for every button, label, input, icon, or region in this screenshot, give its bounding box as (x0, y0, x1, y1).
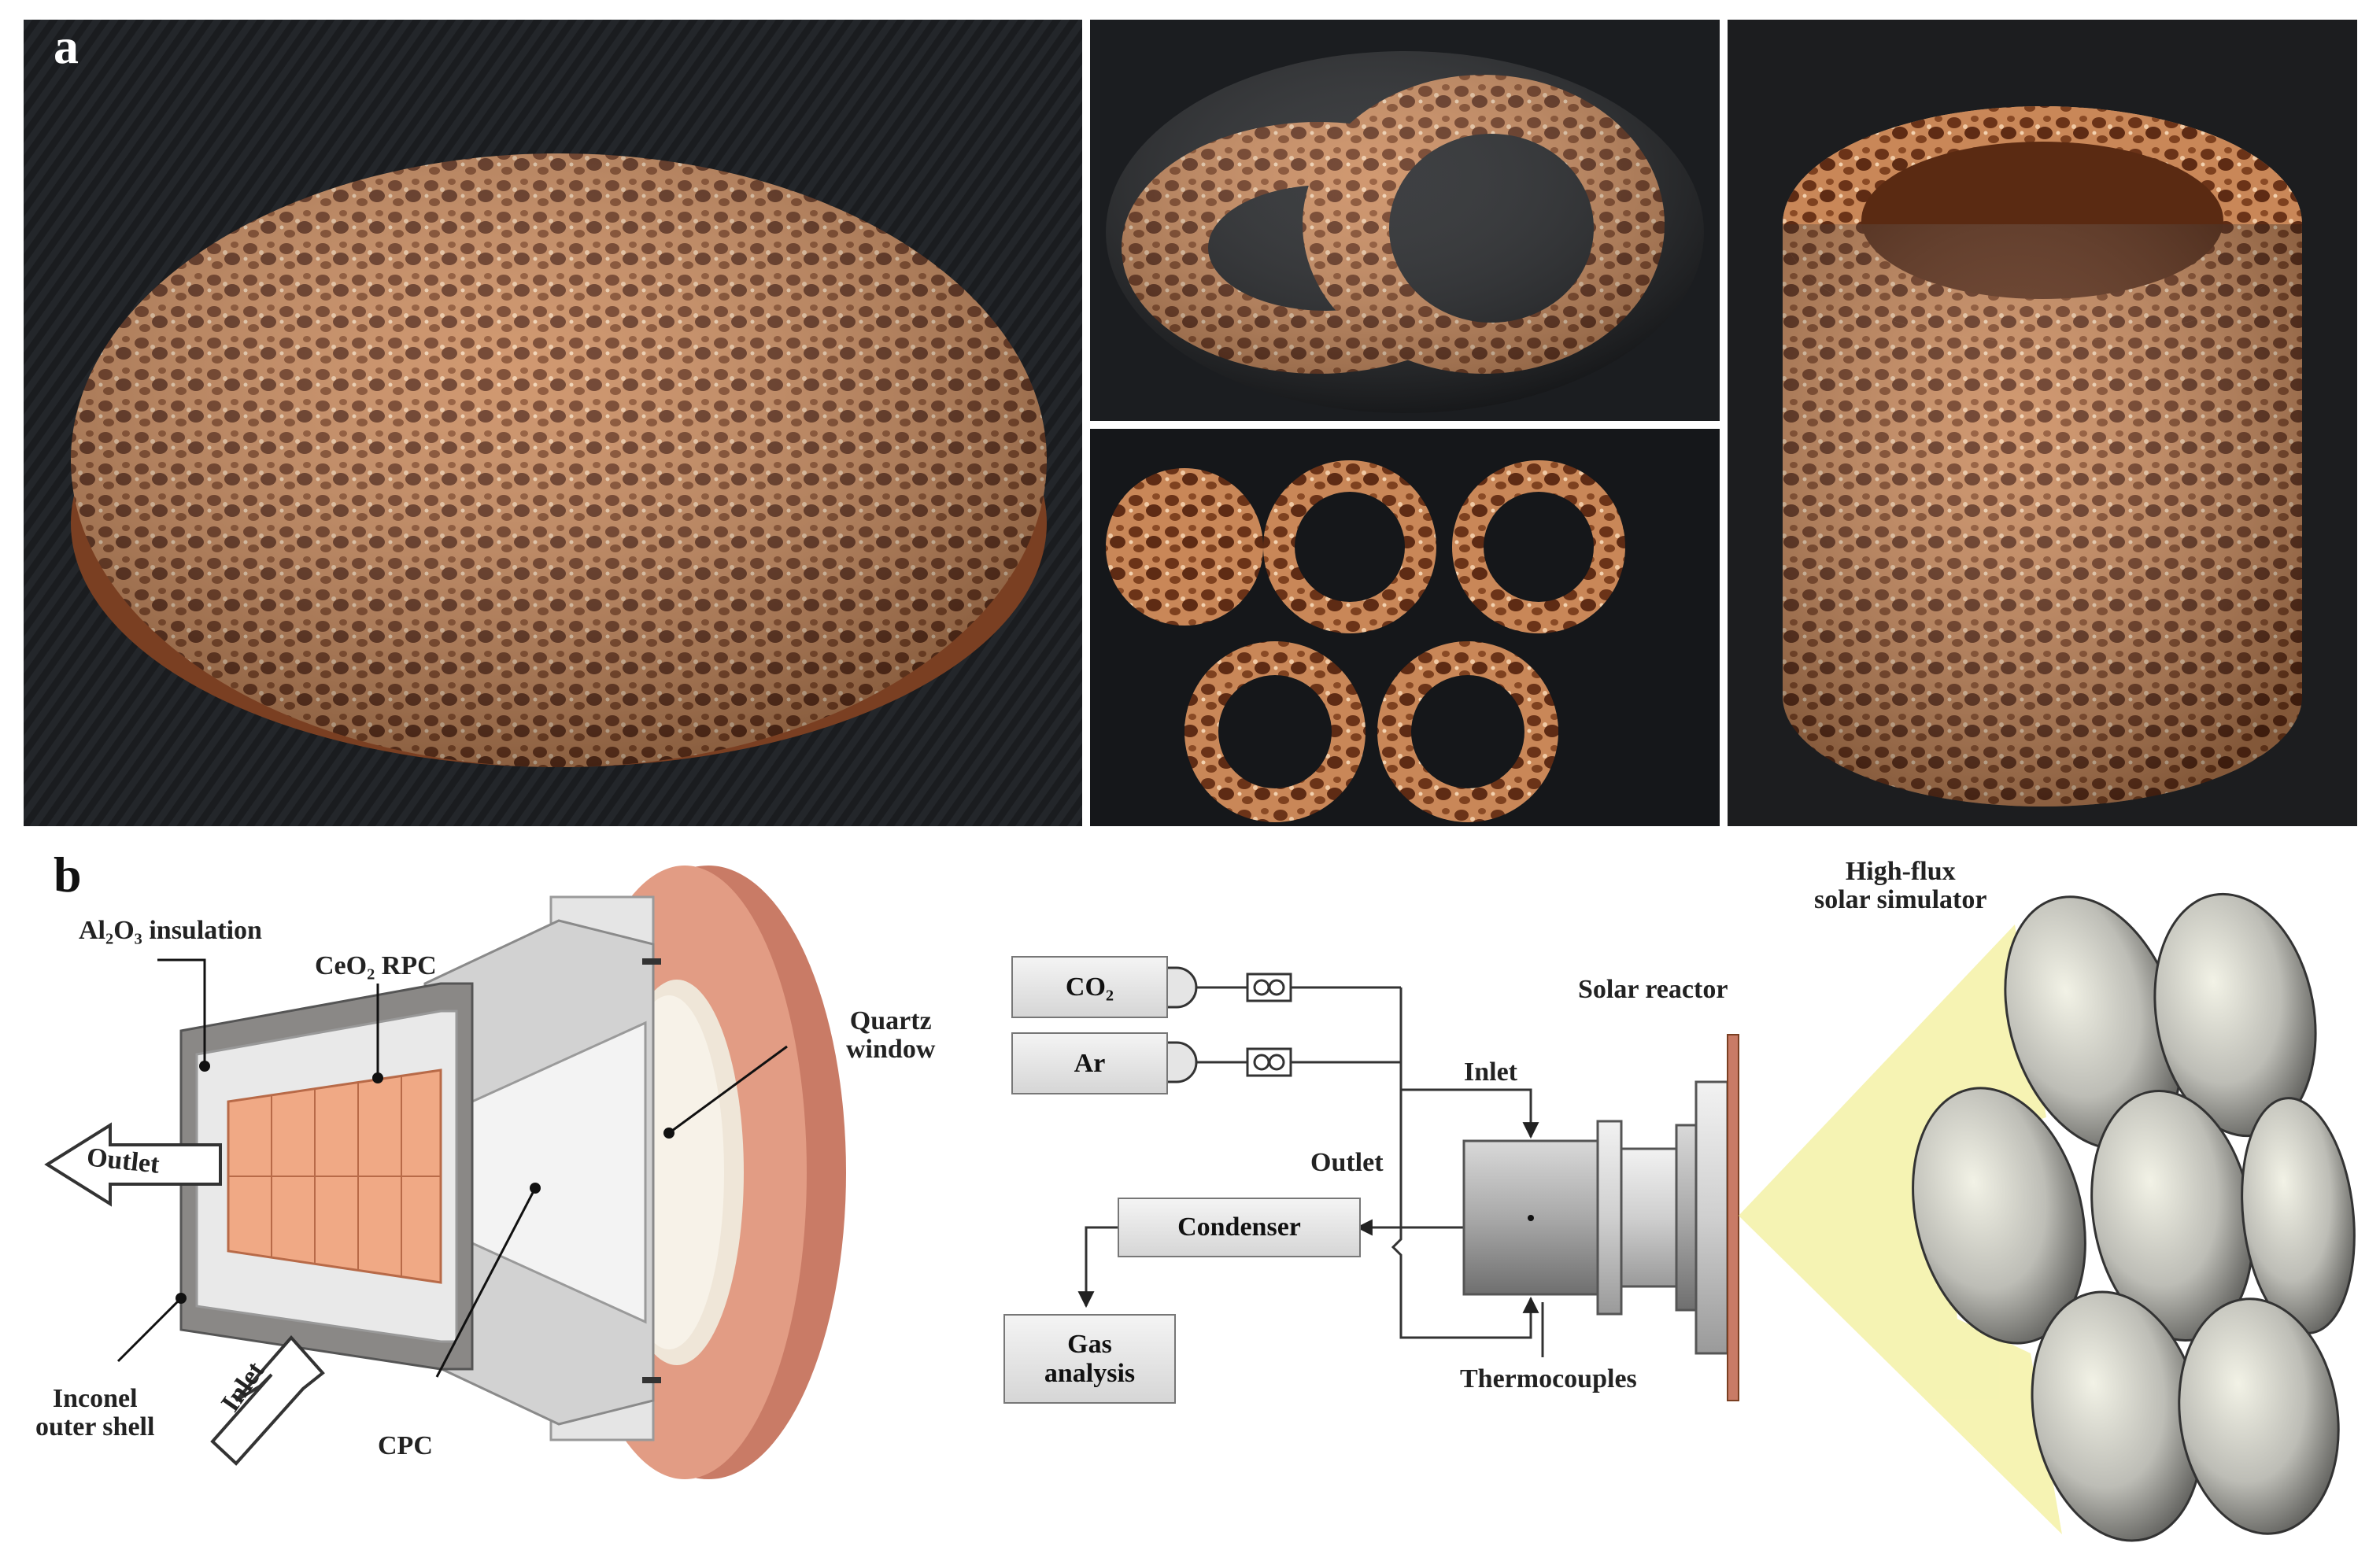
solar-simulator-label: High-flux solar simulator (1814, 857, 1987, 914)
gas-analysis-box: Gas analysis (1003, 1314, 1176, 1404)
inlet-label: Inlet (1464, 1057, 1517, 1087)
ar-box: Ar (1011, 1032, 1168, 1094)
reactor-cross-section (44, 866, 846, 1479)
cpc-label: CPC (378, 1431, 433, 1460)
thermocouples-label: Thermocouples (1460, 1364, 1637, 1393)
inconel-shell-label: Inconel outer shell (35, 1384, 155, 1441)
ceo2-rpc-label: CeO₂ RPC (315, 951, 437, 980)
solar-reactor-label: Solar reactor (1578, 975, 1728, 1004)
outlet-arrow (44, 1122, 222, 1207)
photo-disk-and-rings (1090, 429, 1720, 826)
photo-porous-disk (24, 20, 1082, 826)
flow-lines (1077, 986, 1544, 1357)
solar-reactor (1462, 1034, 1739, 1401)
quartz-window-label: Quartz window (846, 1006, 936, 1064)
panel-a-label: a (54, 18, 79, 74)
co2-box: CO₂ (1011, 956, 1168, 1018)
inlet-arrow (210, 1334, 325, 1466)
panel-b-label: b (54, 847, 82, 902)
photo-interlocked-rings (1090, 20, 1720, 421)
photo-porous-cylinder (1728, 20, 2357, 826)
al2o3-insulation-label: Al₂O₃ insulation (79, 916, 262, 945)
solar-simulator (1912, 892, 2356, 1542)
light-beams (1739, 925, 2062, 1534)
outlet-label: Outlet (1310, 1148, 1384, 1177)
condenser-box: Condenser (1118, 1198, 1361, 1257)
flow-controllers (1163, 966, 1292, 1083)
